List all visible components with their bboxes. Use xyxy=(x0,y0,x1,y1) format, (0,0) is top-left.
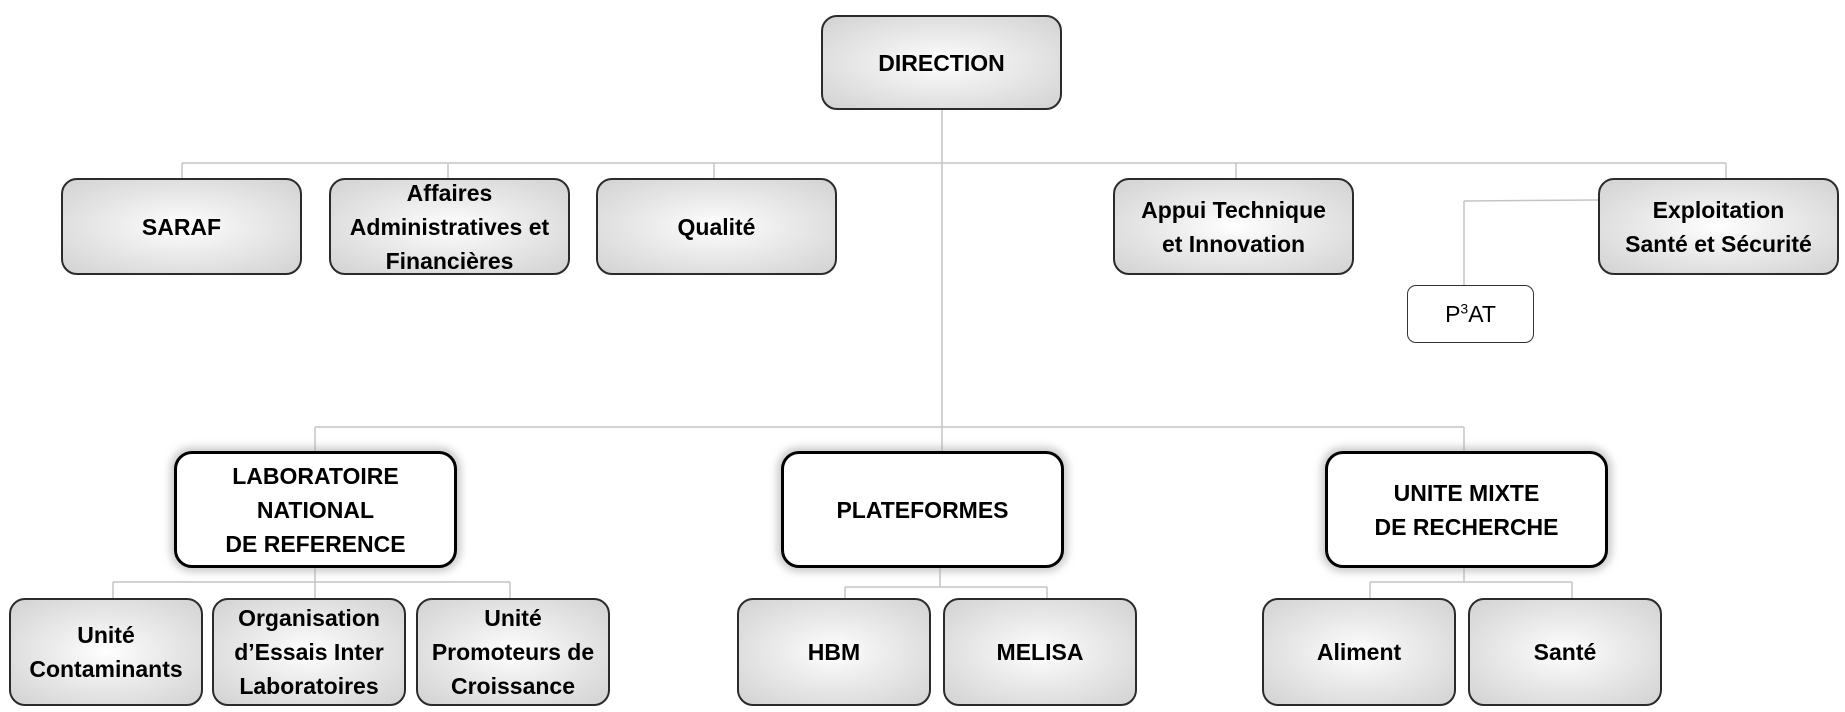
umr-box: UNITE MIXTE DE RECHERCHE xyxy=(1325,451,1608,568)
exploitation-box: Exploitation Santé et Sécurité xyxy=(1598,178,1839,275)
plateformes-box: PLATEFORMES xyxy=(781,451,1064,568)
appui-box: Appui Technique et Innovation xyxy=(1113,178,1354,275)
unit-promoteurs-label: Unité Promoteurs de Croissance xyxy=(431,605,595,699)
unit-contaminants-box: Unité Contaminants xyxy=(9,598,203,706)
plateformes-label: PLATEFORMES xyxy=(836,496,1009,523)
connector-p3at-h xyxy=(1463,199,1599,202)
direction-label: DIRECTION xyxy=(878,49,1005,76)
qualite-label: Qualité xyxy=(677,213,756,240)
unit-sante-box: Santé xyxy=(1468,598,1662,706)
umr-label: UNITE MIXTE DE RECHERCHE xyxy=(1374,479,1559,540)
unit-melisa-box: MELISA xyxy=(943,598,1137,706)
unit-melisa-label: MELISA xyxy=(996,639,1084,665)
unit-essais-box: Organisation d’Essais Inter Laboratoires xyxy=(212,598,406,706)
unit-contaminants-label: Unité Contaminants xyxy=(29,622,183,682)
p3at-label: P3AT xyxy=(1445,297,1496,331)
unit-aliment-box: Aliment xyxy=(1262,598,1456,706)
p3at-superscript: 3 xyxy=(1460,300,1469,317)
lnr-box: LABORATOIRE NATIONAL DE REFERENCE xyxy=(174,451,457,568)
p3at-prefix: P xyxy=(1445,301,1461,327)
appui-label: Appui Technique et Innovation xyxy=(1141,196,1326,257)
direction-box: DIRECTION xyxy=(821,15,1062,110)
exploitation-label: Exploitation Santé et Sécurité xyxy=(1625,196,1812,257)
qualite-box: Qualité xyxy=(596,178,837,275)
saraf-label: SARAF xyxy=(141,213,222,240)
affaires-box: Affaires Administratives et Financières xyxy=(329,178,570,275)
unit-sante-label: Santé xyxy=(1533,639,1597,665)
unit-promoteurs-box: Unité Promoteurs de Croissance xyxy=(416,598,610,706)
lnr-label: LABORATOIRE NATIONAL DE REFERENCE xyxy=(225,462,406,557)
p3at-box: P3AT xyxy=(1407,285,1534,343)
unit-aliment-label: Aliment xyxy=(1316,639,1402,665)
unit-essais-label: Organisation d’Essais Inter Laboratoires xyxy=(234,605,384,699)
unit-hbm-box: HBM xyxy=(737,598,931,706)
saraf-box: SARAF xyxy=(61,178,302,275)
unit-hbm-label: HBM xyxy=(807,639,861,665)
p3at-suffix: AT xyxy=(1468,301,1496,327)
affaires-label: Affaires Administratives et Financières xyxy=(349,179,550,274)
